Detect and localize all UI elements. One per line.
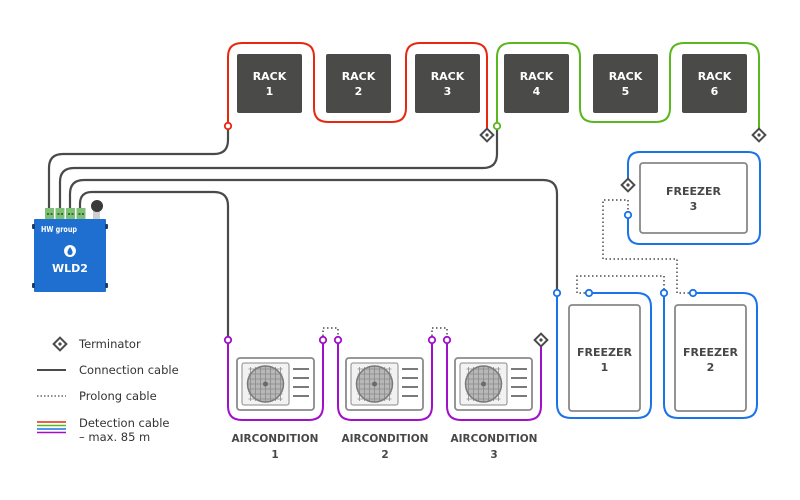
connector-blue xyxy=(552,288,562,298)
connection-cable-rack-green xyxy=(58,126,499,208)
freezer-number: 3 xyxy=(690,200,698,213)
detection-cable-purple-ac-3 xyxy=(446,340,542,421)
rack-number: 3 xyxy=(444,85,452,98)
terminal-blocks xyxy=(45,208,86,219)
connection-cable-freezer xyxy=(68,178,559,293)
legend-prolong: Prolong cable xyxy=(79,389,157,403)
legend-detection-max: – max. 85 m xyxy=(79,430,150,444)
connector-purple xyxy=(442,335,452,345)
aircondition-number: 3 xyxy=(490,449,497,461)
connector-blue xyxy=(623,210,633,220)
connection-cable-aircondition xyxy=(78,190,230,340)
rack-number: 2 xyxy=(355,85,363,98)
connector-purple xyxy=(427,335,437,345)
freezer-number: 2 xyxy=(707,361,715,374)
detection-cable-blue-freezer-3 xyxy=(627,151,761,245)
rack-number: 6 xyxy=(711,85,719,98)
detection-cable-purple-ac-1 xyxy=(227,340,324,421)
terminator-icon xyxy=(52,336,68,352)
rack-label: RACK xyxy=(253,70,287,83)
water-drop-icon xyxy=(67,247,73,255)
rack-label: RACK xyxy=(342,70,376,83)
aircondition-number: 1 xyxy=(271,449,278,461)
aircondition-label: AIRCONDITION xyxy=(342,433,429,445)
racks: RACK 1 RACK 2 RACK 3 RACK 4 RACK 5 RACK … xyxy=(237,54,747,113)
detection-cable-blue-freezer-2 xyxy=(663,292,758,419)
aircondition-label: AIRCONDITION xyxy=(232,433,319,445)
connector-purple xyxy=(318,335,328,345)
device-model: WLD2 xyxy=(52,262,88,275)
brand-logo: HW group xyxy=(41,225,77,234)
connector-red xyxy=(223,121,233,131)
rack-number: 1 xyxy=(266,85,274,98)
wld2-device[interactable]: HW group WLD2 xyxy=(32,200,108,292)
freezer-label: FREEZER xyxy=(666,185,722,198)
rack-label: RACK xyxy=(698,70,732,83)
terminator-icon xyxy=(533,332,549,348)
legend-terminator: Terminator xyxy=(78,337,141,351)
rack-3[interactable]: RACK 3 xyxy=(415,54,480,113)
aircondition-2[interactable] xyxy=(345,357,424,411)
detection-cable-red xyxy=(227,42,488,134)
prolong-cable-f1-f2 xyxy=(576,275,665,294)
freezer-label: FREEZER xyxy=(683,346,739,359)
connector-green xyxy=(492,121,502,131)
detection-cable-purple xyxy=(227,340,542,421)
connector-blue xyxy=(584,288,594,298)
freezer-3[interactable]: FREEZER 3 xyxy=(639,162,748,234)
freezer-number: 1 xyxy=(601,361,609,374)
prolong-cables xyxy=(322,199,693,340)
connector-purple xyxy=(223,335,233,345)
detection-cable-purple-ac-2 xyxy=(337,340,433,421)
rack-1[interactable]: RACK 1 xyxy=(237,54,302,113)
prolong-cable-ac-2-3 xyxy=(431,327,448,340)
legend: Terminator Connection cable Prolong cabl… xyxy=(37,336,179,444)
freezer-2[interactable]: FREEZER 2 xyxy=(674,304,747,412)
terminator-icon xyxy=(751,127,767,143)
rack-label: RACK xyxy=(609,70,643,83)
freezer-1[interactable]: FREEZER 1 xyxy=(568,304,641,412)
rack-number: 5 xyxy=(622,85,630,98)
legend-connection: Connection cable xyxy=(79,363,179,377)
aircondition-number: 2 xyxy=(381,449,388,461)
connection-cable-rack-red xyxy=(47,126,230,208)
rack-2[interactable]: RACK 2 xyxy=(326,54,391,113)
rack-4[interactable]: RACK 4 xyxy=(504,54,569,113)
sensor-knob xyxy=(91,200,103,212)
terminator-icon xyxy=(479,127,495,143)
rack-6[interactable]: RACK 6 xyxy=(682,54,747,113)
connection-cables xyxy=(47,126,559,340)
connector-blue xyxy=(659,288,669,298)
sensor-stem xyxy=(93,208,100,219)
freezer-label: FREEZER xyxy=(577,346,633,359)
terminator-icon xyxy=(620,177,636,193)
rack-label: RACK xyxy=(431,70,465,83)
connector-purple xyxy=(333,335,343,345)
rack-label: RACK xyxy=(520,70,554,83)
aircondition-label: AIRCONDITION xyxy=(451,433,538,445)
detection-cable-swatch xyxy=(37,421,66,434)
prolong-cable-f2-f3 xyxy=(602,199,693,294)
detection-cable-blue-freezer-1 xyxy=(556,292,652,419)
prolong-cable-ac-1-2 xyxy=(322,327,339,340)
connector-blue xyxy=(688,288,698,298)
detection-cable-green xyxy=(496,42,760,134)
legend-detection: Detection cable xyxy=(79,416,169,430)
rack-5[interactable]: RACK 5 xyxy=(593,54,658,113)
aircondition-3[interactable] xyxy=(454,357,533,411)
rack-number: 4 xyxy=(533,85,541,98)
aircondition-1[interactable] xyxy=(236,357,315,411)
aircondition-units xyxy=(236,357,533,411)
